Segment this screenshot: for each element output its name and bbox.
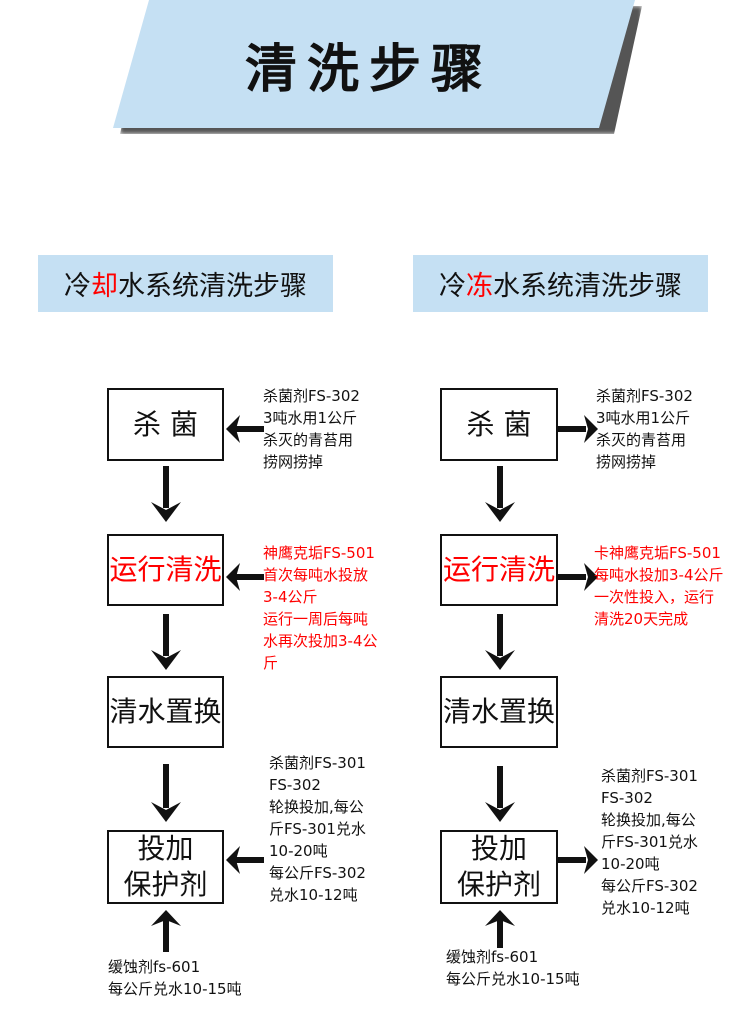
note-line: 杀菌剂FS-302 [263,387,360,405]
step-box-sterilize-right: 杀 菌 [440,388,558,461]
note-line: FS-302 [601,789,653,807]
arrow-left-icon [226,563,264,591]
note-line: 首次每吨水投放 [263,566,369,584]
note-line: 每公斤FS-302 [269,864,366,882]
note-line: 10-20吨 [601,855,660,873]
note-run-clean-right: 卡神鹰克垢FS-501 每吨水投加3-4公斤 一次性投入，运行 清洗20天完成 [594,542,724,630]
note-line: 杀菌剂FS-302 [596,387,693,405]
note-sterilize-right: 杀菌剂FS-302 3吨水用1公斤 杀灭的青苔用 捞网捞掉 [596,385,693,473]
step-label: 清水置换 [442,695,555,728]
note-line: 杀菌剂FS-301 [269,754,366,772]
note-protectant-left: 杀菌剂FS-301 FS-302 轮换投加,每公 斤FS-301兑水 10-20… [269,752,366,906]
title-suffix: 水系统清洗步骤 [493,271,682,302]
arrow-right-icon [558,846,598,874]
step-box-water-replace-right: 清水置换 [440,676,558,748]
note-line: 轮换投加,每公 [269,798,364,816]
section-title-chilled: 冷冻水系统清洗步骤 [413,255,708,312]
step-box-run-clean-right: 运行清洗 [440,534,558,606]
arrow-down-icon [151,466,181,522]
note-protectant-right: 杀菌剂FS-301 FS-302 轮换投加,每公 斤FS-301兑水 10-20… [601,765,698,919]
note-line: 斤FS-301兑水 [269,820,366,838]
arrow-left-icon [226,415,264,443]
step-label-line: 投加 [137,832,194,865]
step-box-run-clean-left: 运行清洗 [107,534,224,606]
note-line: 轮换投加,每公 [601,811,696,829]
arrow-right-icon [558,563,598,591]
note-line: FS-302 [269,776,321,794]
note-line: 每公斤兑水10-15吨 [108,980,242,998]
step-box-add-protectant-left: 投加 保护剂 [107,830,224,904]
step-label: 运行清洗 [109,553,222,586]
arrow-down-icon [485,614,515,670]
title-prefix: 冷 [64,271,91,302]
arrow-right-icon [558,415,598,443]
step-label: 清水置换 [109,695,222,728]
note-line: 10-20吨 [269,842,328,860]
note-sterilize-left: 杀菌剂FS-302 3吨水用1公斤 杀灭的青苔用 捞网捞掉 [263,385,360,473]
note-line: 一次性投入，运行 [594,588,715,606]
note-line: 斤FS-301兑水 [601,833,698,851]
step-label-line: 保护剂 [456,868,541,901]
arrow-up-icon [151,910,181,952]
step-label-line: 投加 [470,832,527,865]
note-line: 清洗20天完成 [594,610,689,628]
note-inhibitor-right: 缓蚀剂fs-601 每公斤兑水10-15吨 [446,946,580,990]
step-label: 杀 菌 [466,407,532,441]
arrow-up-icon [485,910,515,948]
arrow-down-icon [151,614,181,670]
title-banner: 清洗步骤 [113,0,635,128]
note-line: 缓蚀剂fs-601 [446,948,539,966]
note-line: 水再次投加3-4公 [263,632,378,650]
note-line: 每公斤兑水10-15吨 [446,970,580,988]
note-line: 3吨水用1公斤 [263,409,358,427]
section-title-cooling: 冷却水系统清洗步骤 [38,255,333,312]
step-label: 运行清洗 [442,553,555,586]
step-box-water-replace-left: 清水置换 [107,676,224,748]
note-inhibitor-left: 缓蚀剂fs-601 每公斤兑水10-15吨 [108,956,242,1000]
page-title: 清洗步骤 [244,39,493,100]
step-label-line: 保护剂 [123,868,208,901]
note-line: 捞网捞掉 [263,453,324,471]
step-box-add-protectant-right: 投加 保护剂 [440,830,558,904]
note-line: 3吨水用1公斤 [596,409,691,427]
arrow-down-icon [485,766,515,822]
title-suffix: 水系统清洗步骤 [118,271,307,302]
note-line: 3-4公斤 [263,588,318,606]
note-line: 杀灭的青苔用 [596,431,687,449]
step-label: 杀 菌 [133,407,198,441]
note-run-clean-left: 神鹰克垢FS-501 首次每吨水投放 3-4公斤 运行一周后每吨 水再次投加3-… [263,542,378,674]
note-line: 杀灭的青苔用 [263,431,354,449]
note-line: 运行一周后每吨 [263,610,369,628]
note-line: 每公斤FS-302 [601,877,698,895]
arrow-down-icon [151,764,181,822]
note-line: 捞网捞掉 [596,453,657,471]
title-prefix: 冷 [439,271,466,302]
note-line: 杀菌剂FS-301 [601,767,698,785]
arrow-down-icon [485,466,515,522]
step-box-sterilize-left: 杀 菌 [107,388,224,461]
note-line: 缓蚀剂fs-601 [108,958,201,976]
note-line: 斤 [263,654,279,672]
note-line: 兑水10-12吨 [601,899,690,917]
title-highlight: 冻 [466,271,493,302]
title-highlight: 却 [91,271,118,302]
note-line: 每吨水投加3-4公斤 [594,566,724,584]
note-line: 兑水10-12吨 [269,886,358,904]
note-line: 卡神鹰克垢FS-501 [594,544,721,562]
note-line: 神鹰克垢FS-501 [263,544,375,562]
arrow-left-icon [226,846,264,874]
